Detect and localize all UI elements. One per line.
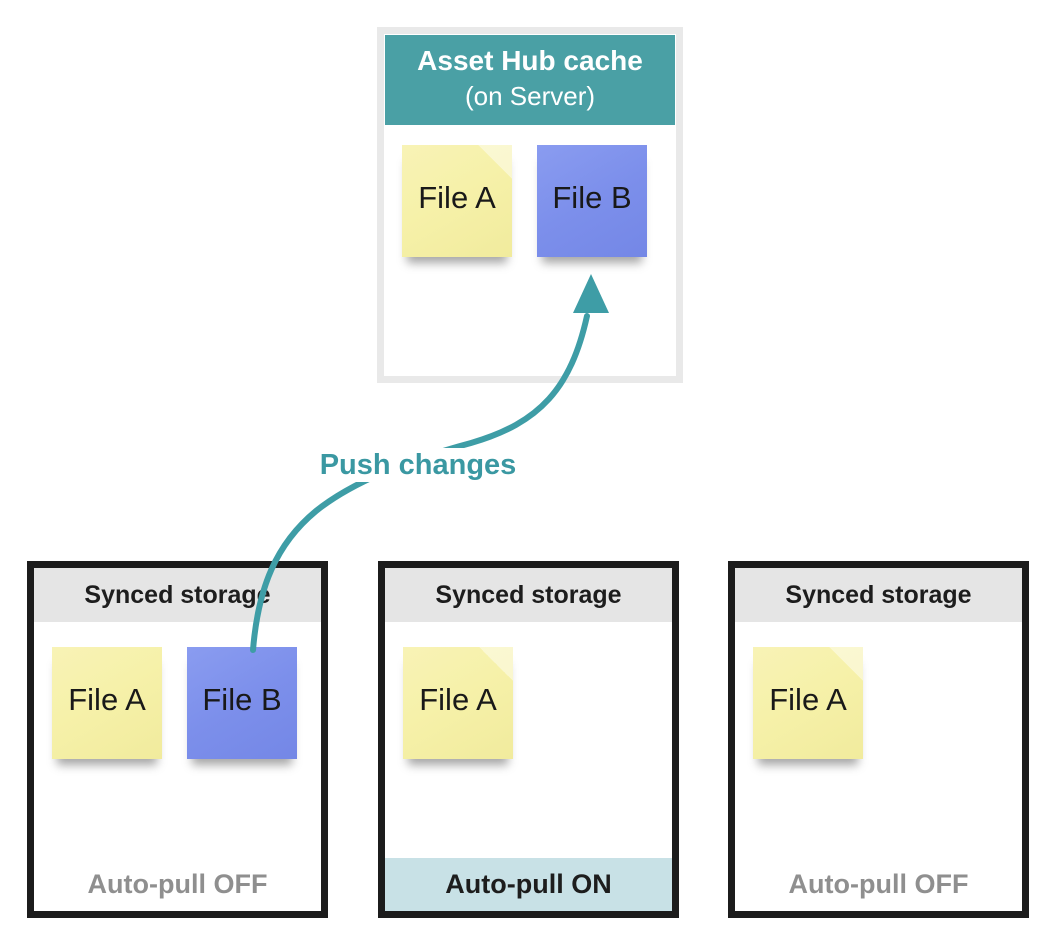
auto-pull-status-label: Auto-pull ON [445, 869, 612, 899]
storage-title: Synced storage [785, 580, 972, 609]
hub-file-note-b: File B [537, 145, 647, 257]
file-note-label: File B [202, 682, 282, 717]
asset-hub-title: Asset Hub cache [417, 45, 643, 76]
storage-body: File A File B [34, 568, 321, 911]
auto-pull-status-label: Auto-pull OFF [87, 869, 268, 899]
storage-box-1: Synced storage File A File B Auto-pull O… [27, 561, 328, 918]
storage-body: File A [735, 568, 1022, 911]
storage-header: Synced storage [735, 568, 1022, 622]
storage-box-3: Synced storage File A Auto-pull OFF [728, 561, 1029, 918]
storage-title: Synced storage [84, 580, 271, 609]
storage1-file-note-b: File B [187, 647, 297, 759]
file-note-label: File A [419, 682, 497, 717]
storage-body: File A [385, 568, 672, 911]
file-note-label: File A [418, 180, 496, 215]
file-note-label: File A [769, 682, 847, 717]
auto-pull-status: Auto-pull OFF [34, 858, 321, 911]
push-changes-label: Push changes [319, 448, 517, 482]
auto-pull-status-label: Auto-pull OFF [788, 869, 969, 899]
auto-pull-status: Auto-pull OFF [735, 858, 1022, 911]
auto-pull-status: Auto-pull ON [385, 858, 672, 911]
hub-file-note-a: File A [402, 145, 512, 257]
storage3-file-note-a: File A [753, 647, 863, 759]
storage2-file-note-a: File A [403, 647, 513, 759]
asset-hub-header: Asset Hub cache (on Server) [385, 35, 675, 125]
file-note-label: File B [552, 180, 632, 215]
asset-hub-body: File A File B [384, 34, 676, 376]
asset-hub-subtitle: (on Server) [464, 81, 596, 111]
storage1-file-note-a: File A [52, 647, 162, 759]
storage-box-2: Synced storage File A Auto-pull ON [378, 561, 679, 918]
file-note-label: File A [68, 682, 146, 717]
asset-hub-box: Asset Hub cache (on Server) File A File … [377, 27, 683, 383]
